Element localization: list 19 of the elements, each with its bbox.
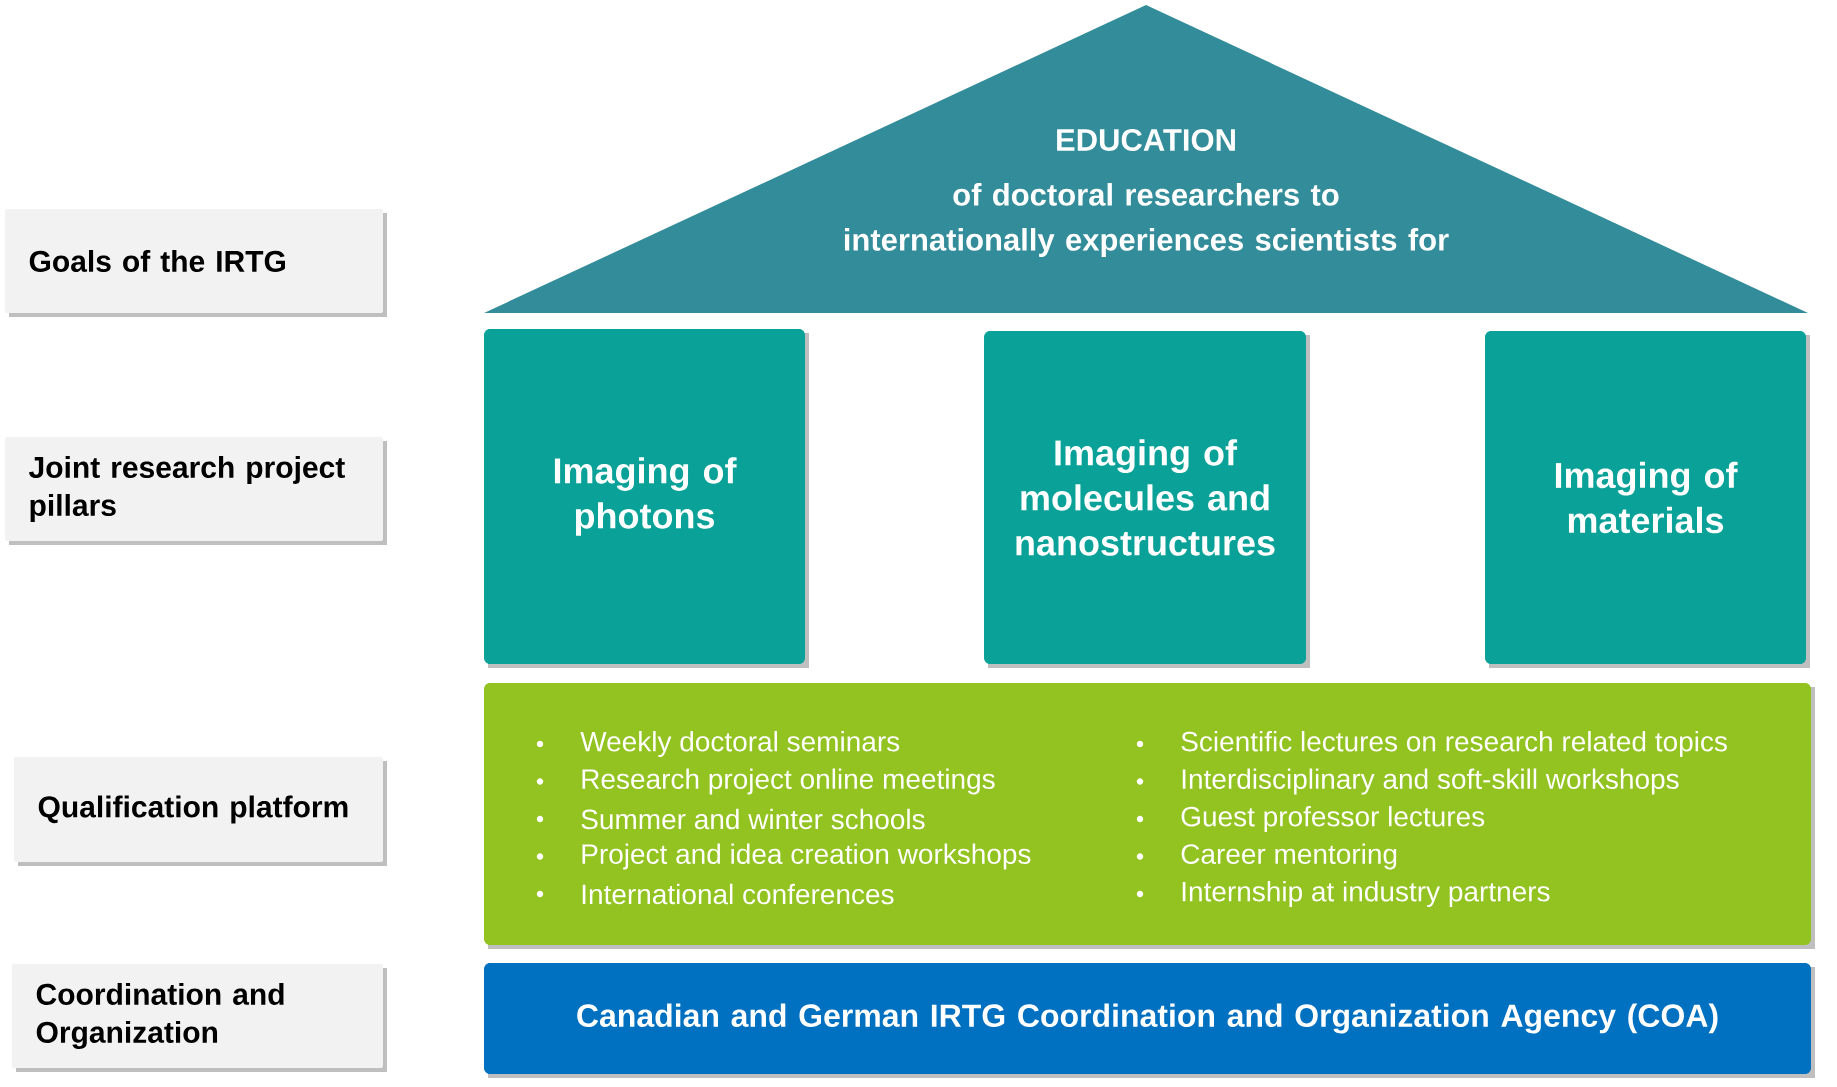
list-item: Interdisciplinary and soft-skill workshops (1182, 768, 1679, 795)
roof-triangle: EDUCATION of doctoral researchers to internationally experiences scientists for (484, 5, 1808, 313)
label-box: Goals of the IRTG (5, 209, 387, 317)
coordination-band: Canadian and German IRTG Coordination and Organization Agency (COA) (484, 963, 1815, 1078)
pillar-box: Imaging of photons (484, 329, 809, 668)
list-item: International conferences (582, 883, 894, 905)
list-item: Research project online meetings (582, 768, 995, 795)
list-item: Project and idea creation workshops (582, 843, 1031, 870)
list-item: Guest professor lectures (1181, 805, 1485, 833)
pillar-box: Imaging of materials (1485, 331, 1810, 668)
label-box: Joint research project pillars (5, 437, 387, 545)
label-box: Qualification platform (14, 757, 387, 866)
list-item: Weekly doctoral seminars (580, 730, 900, 758)
list-item: Scientific lectures on research related topics (1181, 730, 1727, 758)
pillar-box: Imaging of molecules and nanostructures (984, 331, 1310, 668)
list-item: Internship at industry partners (1182, 880, 1550, 908)
list-item: Career mentoring (1181, 843, 1397, 870)
list-item: Summer and winter schools (581, 808, 925, 830)
label-box: Coordination and Organization (12, 964, 387, 1072)
